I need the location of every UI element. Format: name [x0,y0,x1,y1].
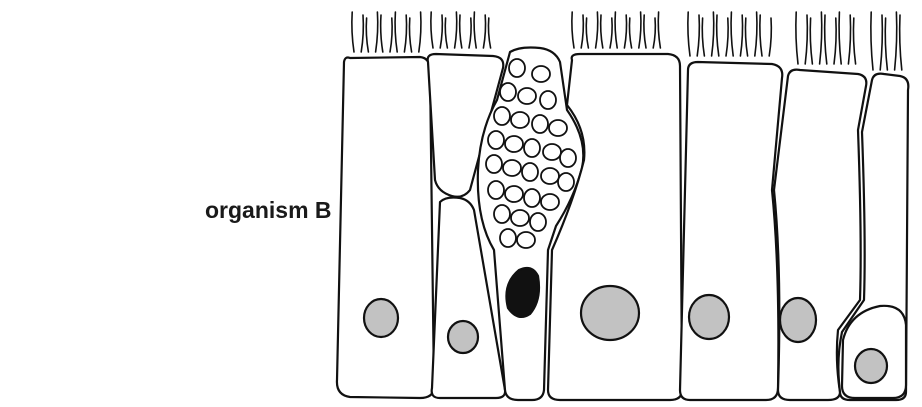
mucus-granule [532,66,550,82]
cilium [455,12,457,48]
cilium [717,15,719,56]
cilium [581,15,583,48]
mucus-granule [488,181,504,199]
mucus-granule [530,213,546,231]
cilium [615,12,617,48]
cilium [404,15,406,52]
cilium [390,18,392,52]
cilium [731,12,733,56]
cilium [825,15,827,64]
cilium [834,18,836,64]
cilium [488,18,490,48]
cilium [697,15,699,56]
cilium [445,18,447,48]
nucleus [855,349,887,383]
mucus-granule [500,229,516,247]
nucleus [364,299,398,337]
mucus-granule [558,173,574,191]
cilium [702,18,704,56]
cilium [820,12,822,64]
cilium [381,15,383,52]
mucus-granule [517,232,535,248]
mucus-granule [532,115,548,133]
mucus-granule [511,112,529,128]
cilium [624,15,626,48]
mucus-granule [522,163,538,181]
mucus-granule [518,88,536,104]
cilium [601,15,603,48]
cilium [639,12,641,48]
cilium [726,18,728,56]
cilium [805,15,807,64]
cilium [658,12,660,48]
nucleus [581,286,639,340]
mucus-granule [503,160,521,176]
cilium [469,18,471,48]
cilium [352,12,354,52]
mucus-granule [549,120,567,136]
mucus-granule [500,83,516,101]
nucleus [689,295,729,339]
cilium [769,18,771,56]
cilium [796,12,798,64]
cilium [376,12,378,52]
cilium [871,12,873,70]
mucus-granule [505,186,523,202]
mucus-granule [543,144,561,160]
cilium [760,15,762,56]
cilium [644,15,646,48]
ciliated-cell [337,57,434,398]
cilium [900,15,902,70]
mucus-granule [524,139,540,157]
cilium [880,15,882,70]
cilium [366,18,368,52]
mucus-granule [541,194,559,210]
cilium [745,18,747,56]
mucus-granule [560,149,576,167]
cilium [586,18,588,48]
mucus-granule [488,131,504,149]
cilium [572,12,574,48]
cilium [653,18,655,48]
cilium [839,12,841,64]
mucus-granule [524,189,540,207]
cilium [361,15,363,52]
cilium [440,15,442,48]
cilium [419,12,421,52]
mucus-granule [511,210,529,226]
cilium [596,12,598,48]
mucus-granule [540,91,556,109]
ciliated-cell [680,62,782,400]
cilium [431,12,433,48]
cilium [740,15,742,56]
mucus-granule [494,107,510,125]
cilium [460,15,462,48]
cilium [853,18,855,64]
mucus-granule [509,59,525,77]
ciliated-cell [548,54,682,400]
cilium [810,18,812,64]
cilium [712,12,714,56]
nucleus [780,298,816,342]
mucus-granule [494,205,510,223]
cilium [395,12,397,52]
cilium [885,18,887,70]
cilium [895,12,897,70]
cilium [483,15,485,48]
cilium [629,18,631,48]
cilium [688,12,690,56]
nucleus [448,321,478,353]
cilium [848,15,850,64]
cilium [409,18,411,52]
mucus-granule [541,168,559,184]
mucus-granule [505,136,523,152]
cilium [610,18,612,48]
mucus-granule [486,155,502,173]
cilium [755,12,757,56]
cilium [474,12,476,48]
